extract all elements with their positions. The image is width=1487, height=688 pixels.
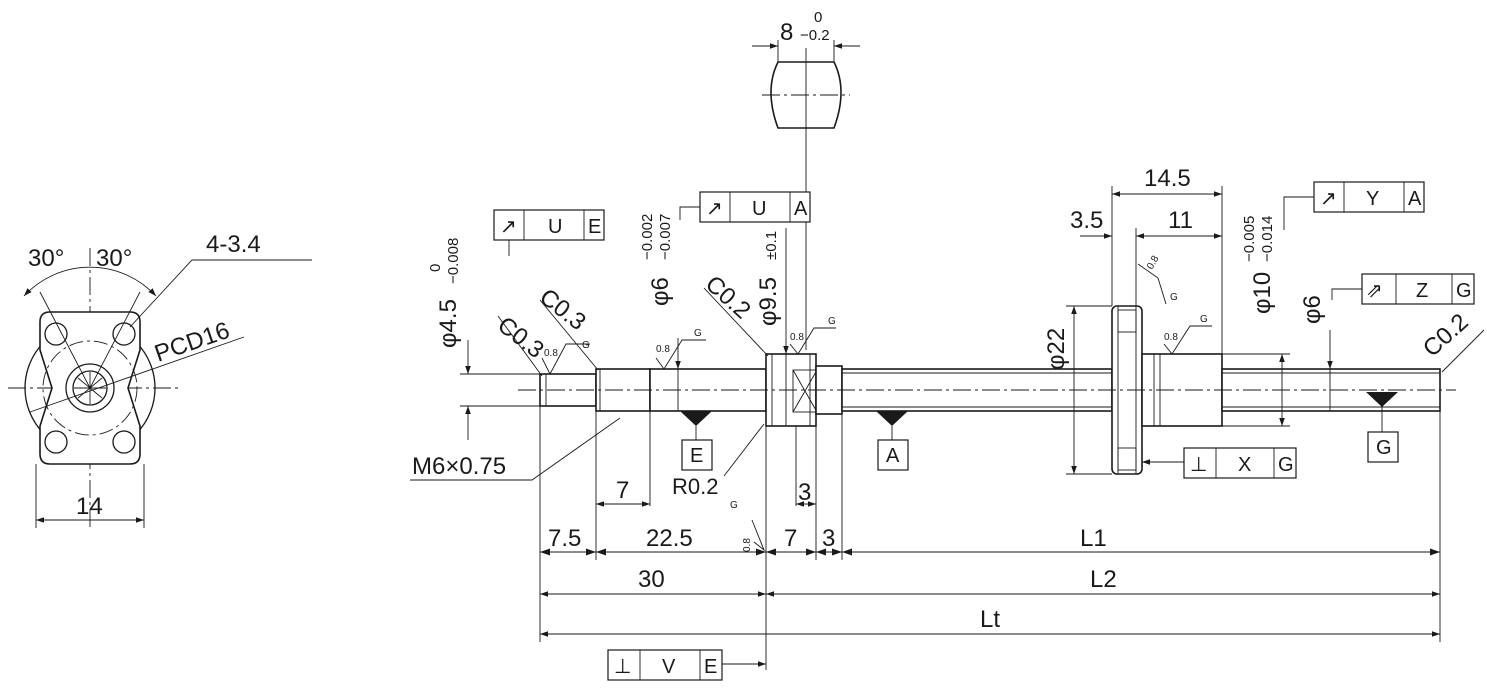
dim-22-5: 22.5: [646, 525, 693, 552]
d-collar-label: φ9.5: [755, 277, 782, 326]
frame-5: ⊥ X G: [1142, 447, 1297, 479]
svg-text:U: U: [752, 198, 766, 220]
datum-g: G: [1376, 437, 1392, 459]
svg-text:Z: Z: [1416, 280, 1428, 302]
d-nut-tol-upper: −0.005: [1241, 216, 1258, 262]
svg-text:0.8: 0.8: [656, 344, 670, 355]
dim-L1: L1: [1080, 525, 1107, 552]
svg-text:X: X: [1238, 454, 1251, 476]
frame-6: ⊥ V E: [607, 649, 766, 681]
flat-section-view: 8 0 −0.2: [752, 9, 860, 350]
angle-left-label: 30°: [28, 245, 64, 272]
dim-3-top: 3: [798, 479, 811, 506]
dim-L2: L2: [1090, 566, 1117, 593]
thread-label: M6×0.75: [412, 453, 506, 480]
svg-text:↗: ↗: [500, 216, 517, 238]
frame-4: ⇗ Z G: [1331, 273, 1475, 305]
d-journal-tol-upper: −0.002: [639, 214, 656, 260]
dim-30: 30: [638, 566, 665, 593]
svg-text:Y: Y: [1366, 188, 1379, 210]
flange-width-label: 14: [76, 493, 103, 520]
svg-text:G: G: [828, 316, 836, 327]
c-step-label: C0.3: [534, 283, 591, 335]
svg-text:0.8: 0.8: [790, 332, 804, 343]
svg-text:0.8: 0.8: [1145, 254, 1162, 272]
svg-text:G: G: [582, 340, 590, 351]
d-nut-tol-lower: −0.014: [1259, 216, 1276, 262]
dimension-lines: 7 3 7.5 22.5 7 3 L1 30 L2 Lt 14.5: [460, 165, 1441, 670]
shaft-labels: φ4.5 0 −0.008 φ6 −0.002 −0.007 φ9.5 ±0.1…: [410, 214, 1485, 499]
flat-tol-upper: 0: [814, 9, 822, 26]
c-tip-label: C0.2: [1418, 308, 1474, 362]
d-collar-tol: ±0.1: [763, 231, 780, 260]
d-flange-label: φ22: [1043, 328, 1070, 370]
flat-tol-lower: −0.2: [800, 27, 830, 44]
svg-text:E: E: [588, 216, 601, 238]
svg-text:A: A: [794, 198, 808, 220]
dim-3-bottom: 3: [822, 525, 835, 552]
datum-a: A: [886, 445, 900, 467]
svg-text:⊥: ⊥: [614, 656, 631, 678]
svg-text:E: E: [704, 656, 717, 678]
svg-text:0.8: 0.8: [742, 538, 753, 552]
c-collar-label: C0.2: [700, 270, 756, 324]
d-journal-label: φ6: [647, 277, 674, 306]
dim-7-bottom: 7: [784, 525, 797, 552]
holes-label: 4-3.4: [206, 231, 261, 258]
svg-text:G: G: [1278, 454, 1294, 476]
dim-7-5: 7.5: [548, 525, 581, 552]
datum-e: E: [690, 445, 703, 467]
svg-text:G: G: [694, 328, 702, 339]
dim-7-top: 7: [616, 477, 629, 504]
dim-11: 11: [1168, 207, 1193, 234]
svg-text:A: A: [1408, 188, 1422, 210]
svg-text:G: G: [1170, 292, 1178, 303]
svg-text:0.8: 0.8: [1164, 332, 1178, 343]
pcd-label: PCD16: [151, 317, 233, 368]
svg-text:⇗: ⇗: [1366, 280, 1383, 302]
d-end-tol-upper: 0: [427, 264, 444, 272]
fillet-label: R0.2: [672, 474, 718, 499]
svg-text:↗: ↗: [1320, 188, 1337, 210]
svg-text:G: G: [730, 500, 738, 511]
flange-end-view: 30° 30° 4-3.4 PCD16 14: [8, 231, 312, 530]
dim-14-5: 14.5: [1144, 165, 1191, 192]
d-nut-label: φ10: [1249, 272, 1276, 314]
d-journal-tol-lower: −0.007: [657, 214, 674, 260]
d-screw-label: φ6: [1299, 295, 1326, 324]
svg-text:G: G: [1200, 314, 1208, 325]
dim-3-5: 3.5: [1070, 207, 1103, 234]
svg-text:0.8: 0.8: [544, 348, 558, 359]
frame-1: ↗ U E: [493, 209, 605, 256]
svg-text:V: V: [662, 656, 676, 678]
svg-text:U: U: [548, 216, 562, 238]
datum-symbols: E A G: [680, 392, 1399, 471]
angle-right-label: 30°: [96, 245, 132, 272]
svg-text:⊥: ⊥: [1190, 454, 1207, 476]
roughness-symbols: 0.8 0.8 G 0.8 G 0.8 G 0.8 G 0.8 G: [541, 254, 1212, 552]
frame-3: ↗ Y A: [1283, 181, 1425, 230]
dim-Lt: Lt: [980, 606, 1000, 633]
svg-text:↗: ↗: [706, 198, 723, 220]
frame-2: ↗ U A: [679, 191, 811, 223]
d-end-label: φ4.5: [435, 299, 462, 348]
svg-text:G: G: [1456, 280, 1472, 302]
flat-width-label: 8: [780, 19, 793, 46]
shaft-side-view: [518, 305, 1456, 475]
d-end-tol-lower: −0.008: [445, 238, 462, 284]
